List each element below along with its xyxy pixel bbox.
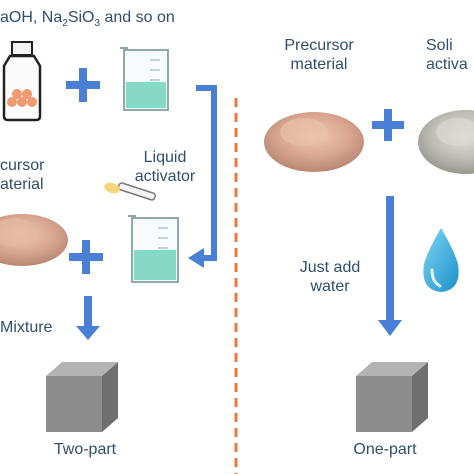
down-arrow-icon	[378, 196, 402, 336]
solid-activator-powder-icon	[418, 110, 474, 174]
reagent-bottle-icon	[2, 41, 42, 122]
mixture-label: Mixture	[0, 319, 53, 336]
flow-arrow-bracket	[188, 85, 217, 268]
cube-two-part-icon	[46, 362, 118, 432]
chemicals-label: aOH, Na2SiO3 and so on	[0, 9, 175, 30]
precursor-powder-icon	[0, 214, 68, 266]
cube-one-part-icon	[356, 362, 428, 432]
plus-icon	[66, 68, 100, 102]
plus-icon	[69, 240, 103, 274]
down-arrow-icon	[76, 296, 100, 340]
solid-activator-label: Soli activa	[426, 37, 468, 73]
just-add-water-label: Just add water	[299, 259, 361, 295]
beaker-liquid-icon	[120, 47, 169, 111]
precursor-powder-icon	[264, 112, 364, 172]
dropper-icon	[104, 182, 156, 201]
precursor-material-label-right: Precursor material	[284, 37, 354, 73]
beaker-mixture-icon	[128, 215, 179, 283]
water-drop-icon	[423, 228, 459, 292]
precursor-material-label-left: cursor aterial	[0, 157, 45, 193]
plus-icon	[372, 109, 404, 141]
one-part-label: One-part	[353, 441, 417, 458]
liquid-activator-label: Liquid activator	[134, 149, 196, 185]
two-part-label: Two-part	[53, 441, 117, 458]
